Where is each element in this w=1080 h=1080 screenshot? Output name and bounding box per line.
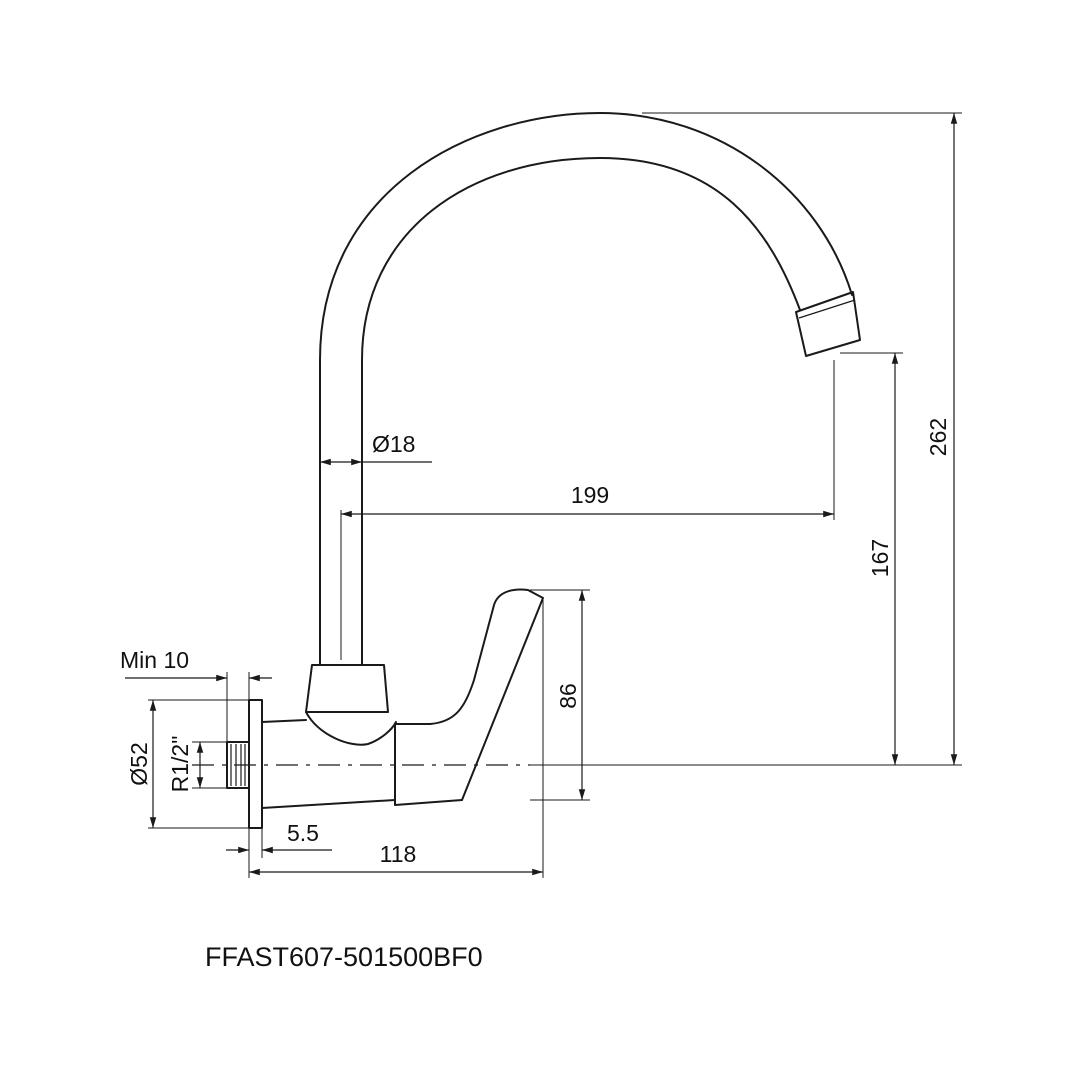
dim-min-wall: Min 10 [120,647,272,742]
dim-pipe-diameter: Ø18 [320,431,432,466]
dim-spout-reach: 199 [340,360,835,660]
pipe-collar [305,664,389,713]
collar-bulge [305,711,397,746]
dim-outlet-height: 167 [840,352,903,765]
flange-diameter-label: Ø52 [126,742,152,785]
faucet-outline [226,112,861,829]
spout-reach-label: 199 [571,482,609,508]
outlet-height-label: 167 [867,539,893,577]
dim-handle-height: 86 [530,589,590,801]
body-length-label: 118 [380,841,417,867]
dim-flange-thickness: 5.5 [226,820,332,878]
aerator-nozzle [795,291,861,357]
dim-flange-diameter: Ø52 [126,699,249,829]
total-height-label: 262 [925,418,951,456]
dim-total-height: 262 [642,112,962,765]
spout-inner [361,157,801,666]
handle-height-label: 86 [555,683,581,709]
lever-handle [429,588,544,801]
flange-thickness-label: 5.5 [287,820,319,846]
min-wall-label: Min 10 [120,647,189,673]
pipe-diameter-label: Ø18 [372,431,415,457]
thread-label: R1/2" [167,736,193,793]
valve-cartridge [394,723,463,806]
spout-outer [319,112,853,666]
dim-thread: R1/2" [167,736,227,793]
wall-flange [248,699,263,829]
dim-body-length: 118 [249,600,544,878]
model-code: FFAST607-501500BF0 [205,942,483,972]
valve-body [261,719,396,809]
